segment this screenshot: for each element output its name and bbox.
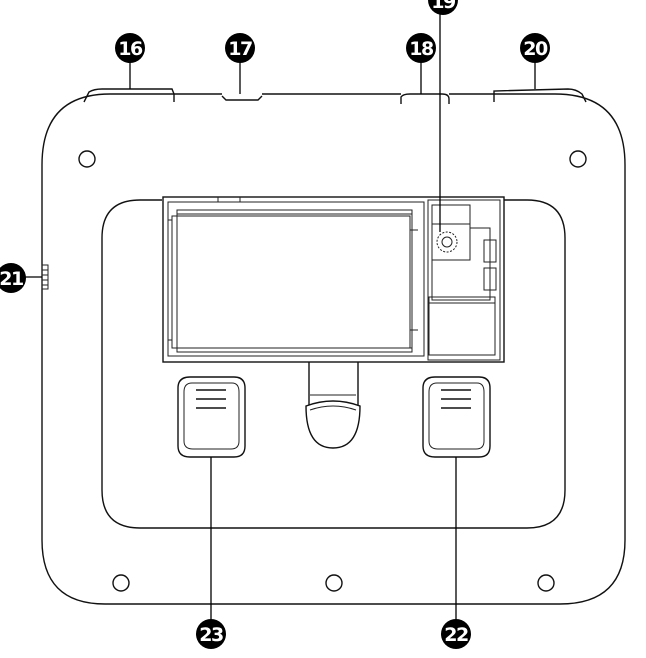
svg-text:21: 21 bbox=[0, 268, 23, 290]
callout-16: 16 bbox=[115, 33, 145, 63]
screw-hole-top-right bbox=[569, 150, 587, 168]
top-right-port bbox=[400, 93, 450, 104]
side-connector bbox=[41, 264, 49, 290]
kickstand bbox=[305, 362, 361, 449]
svg-text:22: 22 bbox=[444, 624, 468, 646]
callout-23: 23 bbox=[196, 619, 226, 649]
callout-21: 21 bbox=[0, 263, 26, 293]
svg-text:23: 23 bbox=[199, 624, 223, 646]
svg-text:18: 18 bbox=[409, 38, 434, 60]
screw-hole-bottom-right bbox=[537, 574, 555, 592]
callout-19: 19 bbox=[428, 0, 458, 15]
reset-button[interactable] bbox=[436, 231, 458, 253]
svg-text:20: 20 bbox=[523, 38, 548, 60]
screw-hole-bottom-center bbox=[325, 574, 343, 592]
switch-block bbox=[427, 199, 501, 361]
device-body-outline bbox=[41, 93, 626, 605]
svg-text:16: 16 bbox=[118, 38, 143, 60]
battery-compartment bbox=[162, 196, 505, 363]
svg-text:19: 19 bbox=[431, 0, 455, 13]
inner-panel-outline bbox=[101, 199, 566, 529]
callout-20: 20 bbox=[520, 33, 550, 63]
callout-17: 17 bbox=[225, 33, 255, 63]
top-center-port bbox=[221, 95, 263, 101]
foot-left bbox=[177, 376, 246, 458]
screw-hole-bottom-left bbox=[112, 574, 130, 592]
svg-text:17: 17 bbox=[228, 38, 252, 60]
callout-22: 22 bbox=[441, 619, 471, 649]
foot-right bbox=[422, 376, 491, 458]
top-right-button bbox=[493, 88, 587, 103]
screw-hole-top-left bbox=[78, 150, 96, 168]
top-left-button bbox=[83, 88, 175, 103]
callout-18: 18 bbox=[406, 33, 436, 63]
